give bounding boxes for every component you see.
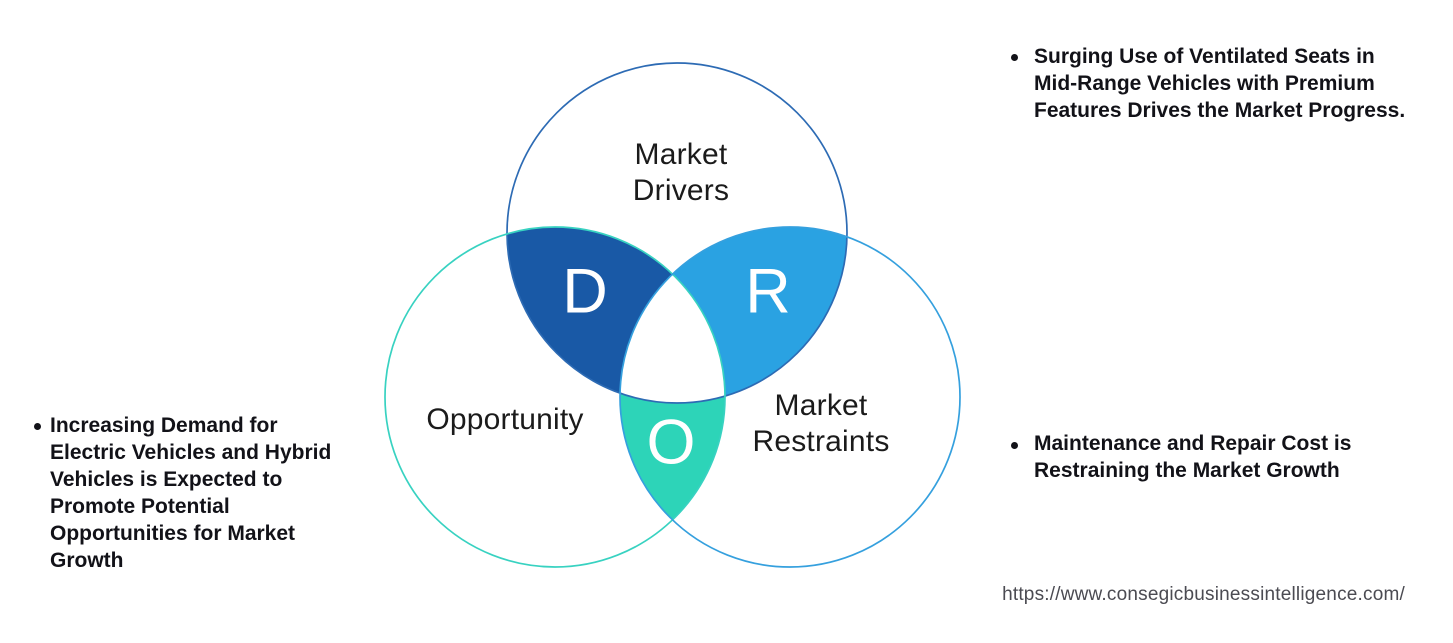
bullet-dot xyxy=(34,423,41,430)
restraints-circle-label: Market Restraints xyxy=(752,389,890,458)
drivers-note: Surging Use of Ventilated Seats in Mid-R… xyxy=(1034,45,1406,122)
opportunity-note: Increasing Demand for Electric Vehicles … xyxy=(50,414,332,572)
opportunity-letter: O xyxy=(646,407,696,478)
restraints-note: Maintenance and Repair Cost is Restraini… xyxy=(1034,432,1352,482)
restraints-letter: R xyxy=(745,256,791,327)
opportunity-circle-label: Opportunity xyxy=(426,403,584,436)
drivers-circle-outline xyxy=(506,62,848,404)
drivers-letter: D xyxy=(562,256,608,327)
drivers-circle-label: Market Drivers xyxy=(632,138,730,207)
opportunity-circle-outline xyxy=(384,226,726,568)
bullet-dot xyxy=(1011,442,1018,449)
source-url: https://www.consegicbusinessintelligence… xyxy=(1002,584,1405,605)
bullet-dot xyxy=(1011,54,1018,61)
restraints-circle-outline xyxy=(619,226,961,568)
